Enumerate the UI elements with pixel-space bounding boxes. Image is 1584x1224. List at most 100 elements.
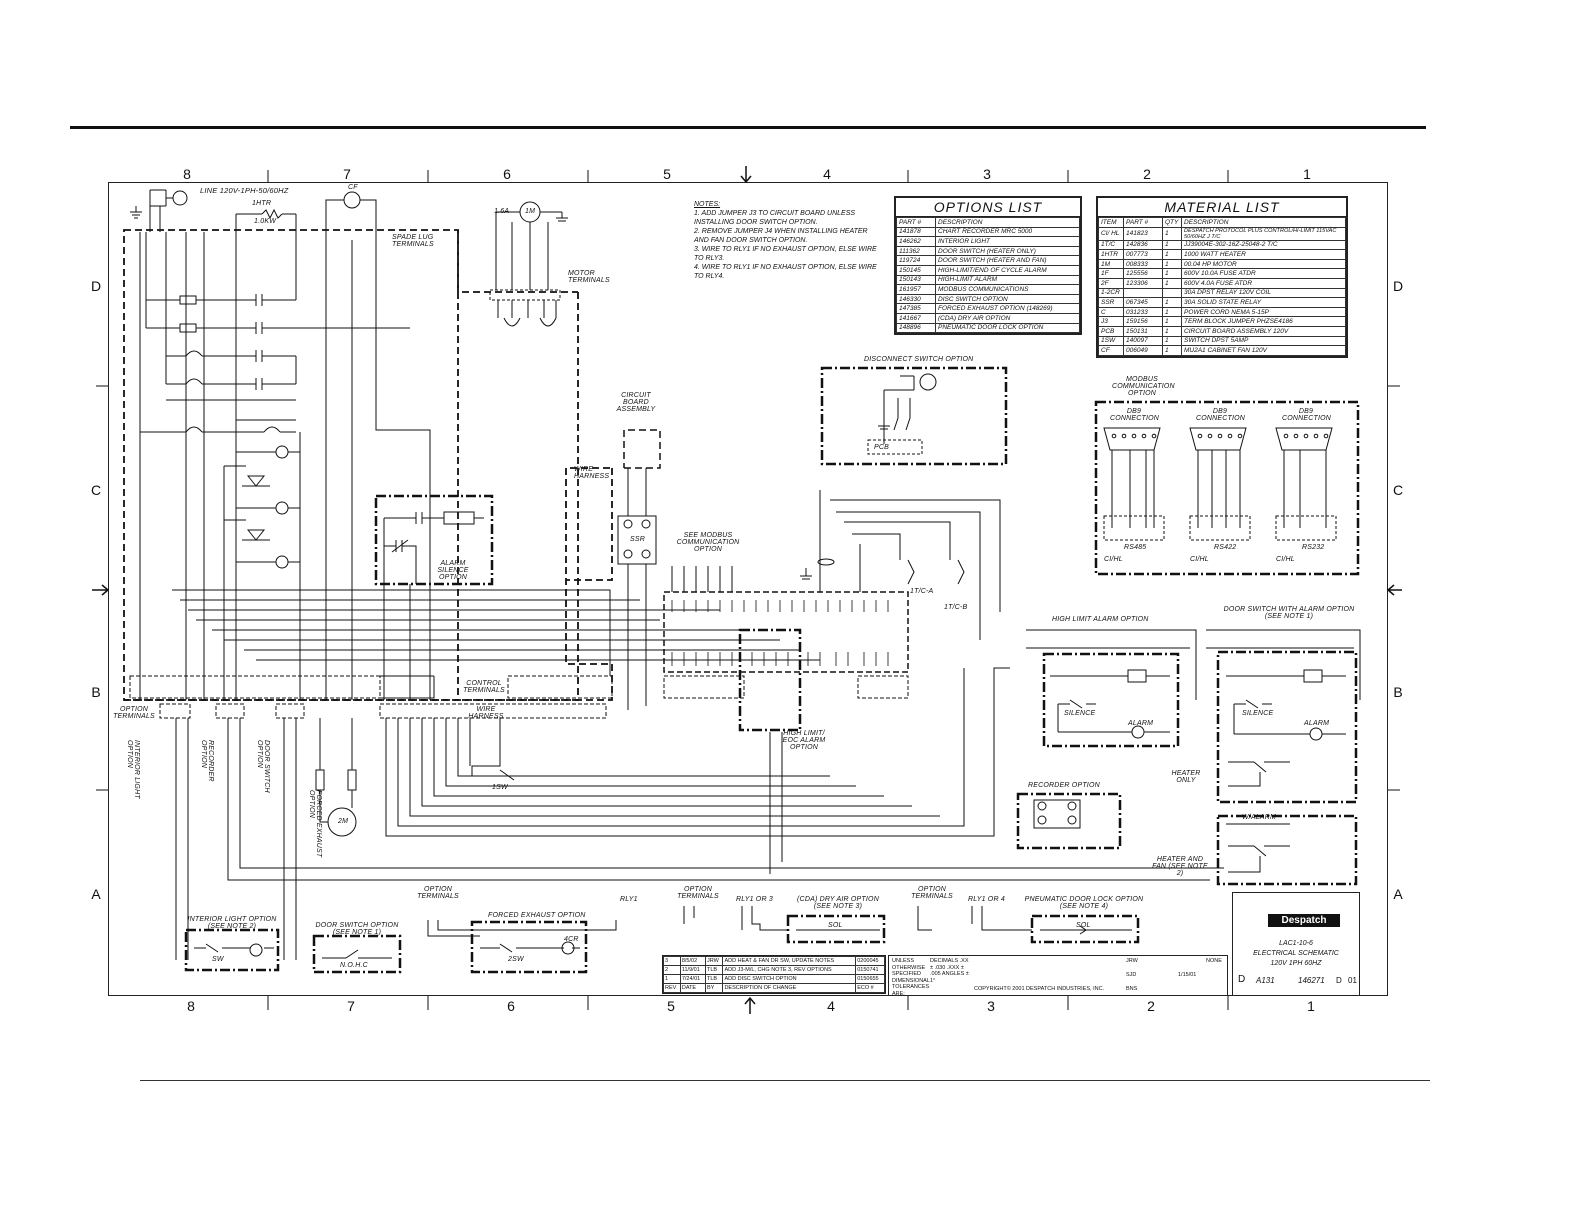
notes-heading: NOTES: [694,201,721,208]
modbus-label: MODBUS COMMUNICATION OPTION [1112,376,1175,397]
sw-label: SW [212,956,224,963]
material-part: 159156 [1123,316,1163,327]
wire-harness-bottom-label: WIRE HARNESS [468,706,504,720]
material-header-qty: QTY [1162,217,1182,228]
forced-exhaust-box-label: FORCED EXHAUST OPTION [488,912,586,919]
options-desc: INTERIOR LIGHT [935,236,1080,247]
tolerance-text: UNLESS OTHERWISE SPECIFIED DIMENSIONAL T… [892,958,930,997]
drawing-size: D [1238,974,1246,985]
notes-block: NOTES: 1. ADD JUMPER J3 TO CIRCUIT BOARD… [694,200,884,281]
w-alarm-label: W/ALARM [1242,814,1277,821]
db9-label-1: DB9 CONNECTION [1110,408,1160,422]
pcb-label: PCB [874,444,889,451]
tolerance-values: DECIMALS .XX ± .030 .XXX ± .005 ANGLES ±… [930,958,969,984]
options-desc: MODBUS COMMUNICATIONS [935,284,1080,295]
material-desc: 600V 10.0A FUSE ATDR [1181,268,1346,279]
material-item: C [1098,306,1124,318]
heater-rating: 1.0KW [254,218,277,225]
control-terminals-label: CONTROL TERMINALS [463,680,505,694]
zone-top-7: 7 [343,166,351,182]
rly1-or-3-label: RLY1 OR 3 [736,896,773,903]
options-part: 147385 [896,303,936,314]
material-qty: 1 [1162,306,1182,318]
rev-by: TLB [704,974,724,984]
options-desc: FORCED EXHAUST OPTION (148269) [935,303,1080,314]
material-part: 007773 [1123,249,1163,260]
zone-left-D: D [90,278,102,294]
table-row: 141667(CDA) DRY AIR OPTION [896,312,1080,324]
material-desc: POWER CORD NEMA 5-15P [1181,306,1346,318]
zone-right-B: B [1393,684,1403,700]
zone-bottom-1: 1 [1307,998,1315,1014]
db9-label-2: DB9 CONNECTION [1196,408,1246,422]
material-item: PCB [1098,325,1124,337]
spade-lug-label: SPADE LUG TERMINALS [392,234,434,248]
alarm-label-2: ALARM [1304,720,1330,727]
sw1-label: 1SW [492,784,508,791]
sw2-label: 2SW [508,956,524,963]
rly1-or-4-label: RLY1 OR 4 [968,896,1005,903]
rs232-label: RS232 [1302,544,1325,551]
options-header-desc: DESCRIPTION [935,217,1080,228]
material-list-table: MATERIAL LIST ITEM PART # QTY DESCRIPTIO… [1096,196,1348,358]
material-header-item: ITEM [1098,217,1124,228]
rev-cell: 3 [663,956,681,966]
alarm-label-1: ALARM [1128,720,1154,727]
cda-option-label: (CDA) DRY AIR OPTION (SEE NOTE 3) [797,896,879,910]
material-item: CI/ HL [1098,226,1124,241]
options-desc: (CDA) DRY AIR OPTION [935,312,1080,324]
recorder-option-label: RECORDER OPTION [1028,782,1100,789]
zone-top-6: 6 [503,166,511,182]
rs422-label: RS422 [1214,544,1237,551]
material-desc: 1000 WATT HEATER [1181,249,1346,260]
rev-date: 11/9/01 [679,965,707,975]
tc-b-label: 1T/C-B [944,604,968,611]
material-desc: 30A DPST RELAY 120V COIL [1181,287,1346,299]
sol-label-2: SOL [1076,922,1091,929]
recorder-vertical-label: RECORDER OPTION [200,740,214,782]
material-desc: MU2A1 CABINET FAN 120V [1181,345,1346,356]
options-part: 146262 [896,236,936,247]
zone-left-B: B [91,684,101,700]
heater-fan-label: HEATER AND FAN (SEE NOTE 2) [1152,856,1208,877]
drawing-scale: NONE [1206,958,1222,964]
rev-header: DESCRIPTION OF CHANGE [722,983,857,993]
rev-header: DATE [679,983,707,993]
options-part: 141667 [896,312,936,324]
options-header-part: PART # [896,217,936,228]
material-qty [1162,287,1182,299]
material-item: J3 [1098,316,1124,327]
rev-date: 7/24/01 [679,974,707,984]
options-desc: PNEUMATIC DOOR LOCK OPTION [935,322,1080,334]
forced-exhaust-vertical-label: FORCED EXHAUST OPTION [308,790,322,858]
material-qty: 1 [1162,268,1182,279]
material-part: 125556 [1123,268,1163,279]
motor-amp-label: 1.6A [494,208,510,215]
options-part: 148896 [896,322,936,334]
zone-top-8: 8 [183,166,191,182]
material-qty: 1 [1162,345,1182,356]
interior-light-vertical-label: INTERIOR LIGHT OPTION [126,740,140,799]
zone-bottom-2: 2 [1147,998,1155,1014]
options-desc: HIGH-LIMIT/END OF CYCLE ALARM [935,264,1080,276]
drawing-frame [108,182,1388,996]
zone-bottom-4: 4 [827,998,835,1014]
options-part: 119724 [896,255,936,266]
model-text: LAC1-10-6 [1279,940,1313,947]
